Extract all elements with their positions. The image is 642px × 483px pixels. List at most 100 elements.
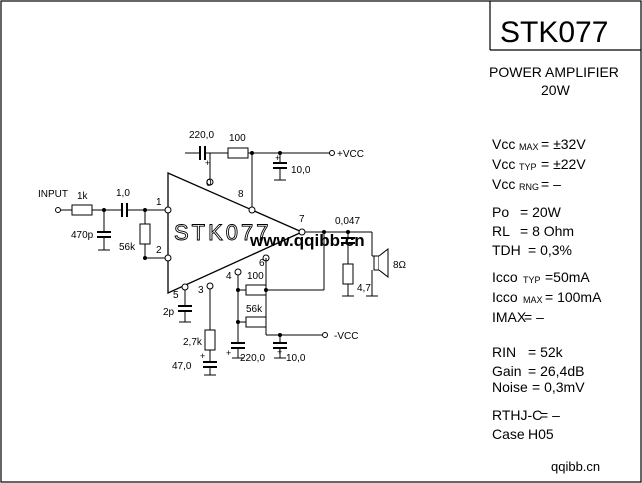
spec-input-resistance: RIN = 52k <box>492 344 564 360</box>
spec-icco-typ: Icco TYP =50mA <box>492 269 590 285</box>
watermark-corner: qqibb.cn <box>551 459 600 474</box>
schematic-labels: INPUT 1k 1,0 470p 56k 220,0 100 +VCC 10,… <box>38 130 600 474</box>
spec-vcc-typ: Vcc TYP = ±22V <box>492 156 586 172</box>
label-c-10-top: 10,0 <box>291 165 311 176</box>
watermark-center: www.qqibb.cn <box>249 231 365 250</box>
subtitle-device-type: POWER AMPLIFIER <box>489 64 619 80</box>
pin-label-5: 5 <box>173 290 179 301</box>
label-c-47: 47,0 <box>172 361 192 372</box>
svg-text:= –: = – <box>540 407 560 423</box>
pin-8-node <box>248 206 256 214</box>
label-c-220-top: 220,0 <box>189 130 214 141</box>
svg-text:Vcc: Vcc <box>492 176 515 192</box>
amplifier-chip-outline <box>167 172 304 295</box>
svg-text:Noise: Noise <box>492 379 528 395</box>
svg-text:= 8 Ohm: = 8 Ohm <box>520 223 574 239</box>
resistor-1k <box>71 204 93 216</box>
svg-text:+: + <box>277 347 282 357</box>
label-r-47: 4,7 <box>357 283 371 294</box>
pin-label-1: 1 <box>156 197 162 208</box>
svg-text:Icco: Icco <box>492 269 518 285</box>
label-c-0047: 0,047 <box>335 216 360 227</box>
label-r-100-mid: 100 <box>247 271 264 282</box>
spec-imax: IMAX = – <box>492 309 544 325</box>
label-vcc-positive: +VCC <box>337 149 364 160</box>
svg-text:= 26,4dB: = 26,4dB <box>528 363 584 379</box>
svg-text:= –: = – <box>524 309 544 325</box>
spec-vcc-max: Vcc MAX = ±32V <box>492 136 586 152</box>
input-terminal <box>55 207 61 213</box>
svg-text:= 20W: = 20W <box>520 204 562 220</box>
pin-label-7: 7 <box>299 214 305 225</box>
svg-text:= 52k: = 52k <box>528 344 564 360</box>
subtitle-power: 20W <box>541 82 571 98</box>
pin-4-node <box>234 268 242 276</box>
pin-label-2: 2 <box>156 245 162 256</box>
svg-text:+: + <box>205 158 210 168</box>
spec-noise: Noise = 0,3mV <box>492 379 585 395</box>
label-c-220-bottom: 220,0 <box>240 353 265 364</box>
label-speaker: 8Ω <box>393 260 407 271</box>
pin-0-node <box>206 178 214 186</box>
pin-label-6: 6 <box>259 258 265 269</box>
vcc-positive-terminal <box>329 150 335 156</box>
svg-text:RTHJ-C: RTHJ-C <box>492 407 542 423</box>
label-vcc-negative: -VCC <box>334 331 358 342</box>
speaker-icon <box>373 255 380 271</box>
vcc-negative-terminal <box>322 332 328 338</box>
input-label: INPUT <box>38 189 68 200</box>
svg-text:= 0,3mV: = 0,3mV <box>532 379 585 395</box>
part-number-title: STK077 <box>500 16 608 49</box>
svg-text:= ±22V: = ±22V <box>541 156 586 172</box>
pin-2-node <box>164 254 172 262</box>
svg-text:= 0,3%: = 0,3% <box>528 242 572 258</box>
pin-5-node <box>181 283 189 291</box>
label-r-100-top: 100 <box>229 133 246 144</box>
svg-text:TYP: TYP <box>519 162 537 172</box>
label-c-470p: 470p <box>71 230 94 241</box>
resistor-100-mid <box>245 284 267 296</box>
label-c-10-bottom: 10,0 <box>286 353 306 364</box>
svg-text:=50mA: =50mA <box>545 269 590 285</box>
spec-load-resistance: RL = 8 Ohm <box>492 223 574 239</box>
pin-label-8: 8 <box>238 189 244 200</box>
pin-1-node <box>164 206 172 214</box>
amplifier-schematic <box>55 146 389 376</box>
pin-label-4: 4 <box>226 271 232 282</box>
svg-text:= –: = – <box>541 176 561 192</box>
svg-text:Gain: Gain <box>492 363 522 379</box>
label-r-56k-input: 56k <box>119 242 136 253</box>
spec-icco-max: Icco MAX = 100mA <box>492 289 602 305</box>
pin-label-3: 3 <box>198 285 204 296</box>
spec-thermal-resistance: RTHJ-C = – <box>492 407 560 423</box>
resistor-100-top <box>227 147 249 159</box>
svg-text:= 100mA: = 100mA <box>545 289 602 305</box>
pin-label-0: 0 <box>206 178 212 189</box>
svg-text:Case: Case <box>492 426 525 442</box>
svg-text:Icco: Icco <box>492 289 518 305</box>
spec-gain: Gain = 26,4dB <box>492 363 584 379</box>
label-r-1k: 1k <box>77 191 89 202</box>
label-r-56k-mid: 56k <box>246 304 263 315</box>
resistor-2k7 <box>204 329 216 351</box>
svg-text:TYP: TYP <box>523 275 541 285</box>
label-r-27k: 2,7k <box>183 337 203 348</box>
spec-output-power: Po = 20W <box>492 204 562 220</box>
spec-vcc-rng: Vcc RNG = – <box>492 176 561 192</box>
label-c-2p: 2p <box>163 307 175 318</box>
svg-text:RIN: RIN <box>492 344 516 360</box>
svg-text:IMAX: IMAX <box>492 309 527 325</box>
spec-case: Case H05 <box>492 426 554 442</box>
resistor-56k-input <box>139 223 151 245</box>
svg-text:+: + <box>200 351 205 361</box>
svg-text:+: + <box>226 348 231 358</box>
svg-text:RL: RL <box>492 223 510 239</box>
svg-text:Vcc: Vcc <box>492 136 515 152</box>
svg-text:Vcc: Vcc <box>492 156 515 172</box>
svg-text:RNG: RNG <box>519 182 539 192</box>
spec-distortion: TDH = 0,3% <box>492 242 572 258</box>
svg-text:= ±32V: = ±32V <box>541 136 586 152</box>
svg-text:TDH: TDH <box>492 242 521 258</box>
